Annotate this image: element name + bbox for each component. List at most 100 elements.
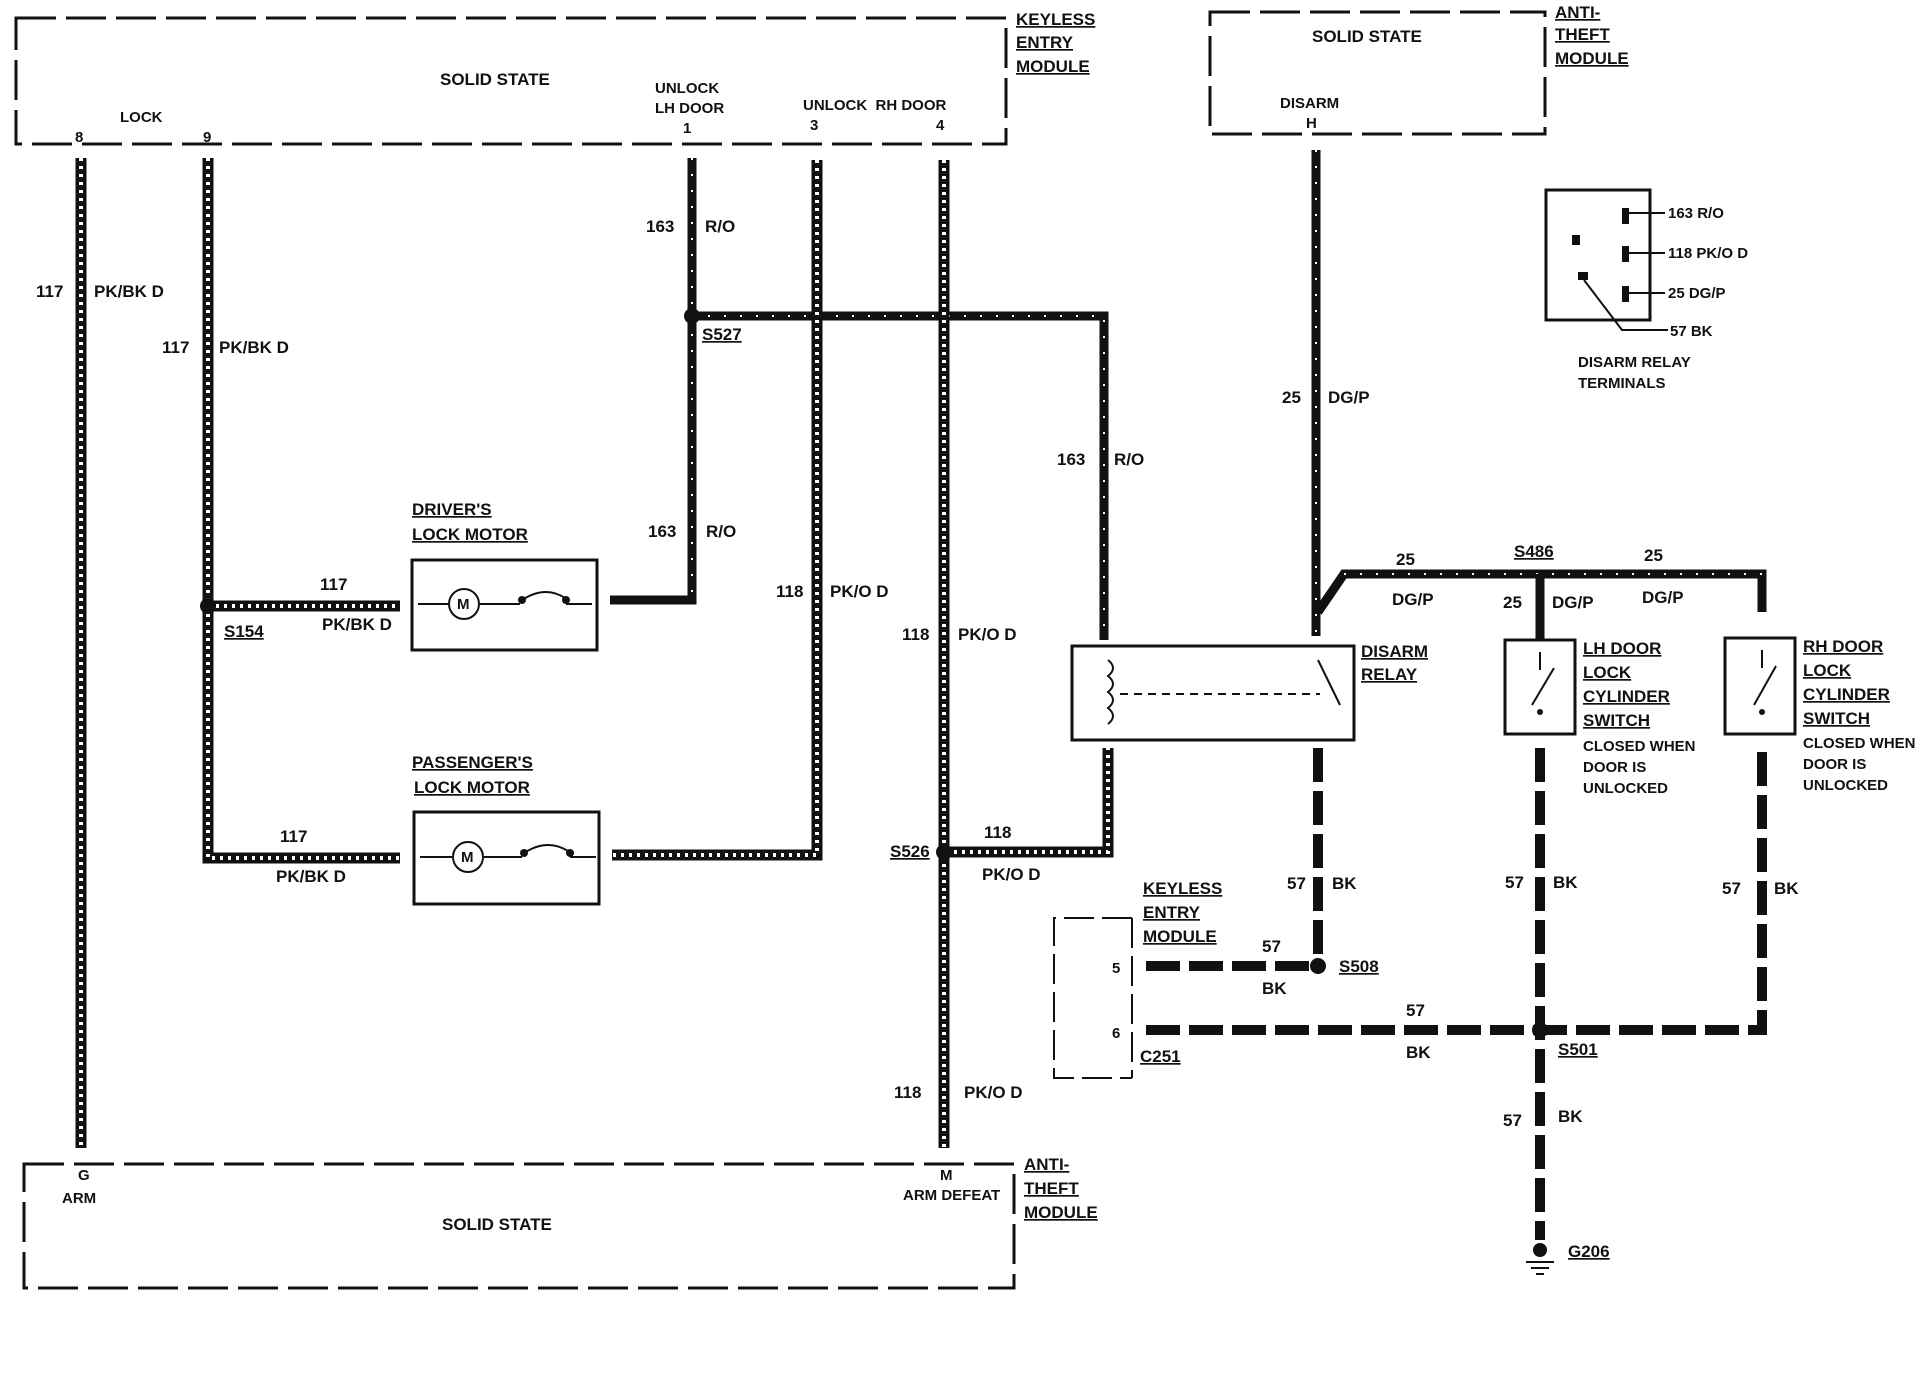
wire-163-color: R/O	[1114, 450, 1144, 469]
passengers-motor-symbol: M	[461, 849, 474, 866]
lh-switch-title-4: SWITCH	[1583, 711, 1650, 730]
antitheft-top-title-3: MODULE	[1555, 49, 1629, 68]
lh-door-lock-cylinder-switch: LH DOOR LOCK CYLINDER SWITCH CLOSED WHEN…	[1503, 638, 1696, 797]
keyless-top-pin-3: 3	[810, 117, 818, 134]
wire-25-color: DG/P	[1328, 388, 1370, 407]
lh-switch-title-1: LH DOOR	[1583, 639, 1661, 658]
wire-57-color: BK	[1774, 879, 1799, 898]
rh-switch-title-1: RH DOOR	[1803, 637, 1883, 656]
wire-118-num: 118	[776, 582, 803, 601]
ground-symbol: G206	[1526, 1242, 1610, 1275]
splice-s526: S526	[890, 842, 930, 861]
splice-s508: S508	[1339, 957, 1379, 976]
wire-25-color: DG/P	[1642, 588, 1684, 607]
wire-117-num: 117	[280, 827, 307, 846]
inset-label-118: 118 PK/O D	[1668, 245, 1748, 262]
antitheft-bottom-title-3: MODULE	[1024, 1203, 1098, 1222]
wire-118-num: 118	[902, 625, 929, 644]
wire-57-color: BK	[1332, 874, 1357, 893]
inset-caption-2: TERMINALS	[1578, 375, 1666, 392]
passengers-lock-motor: M PASSENGER'S LOCK MOTOR	[412, 753, 601, 906]
drivers-lock-motor: M DRIVER'S LOCK MOTOR	[410, 500, 599, 652]
inset-label-25: 25 DG/P	[1668, 285, 1726, 302]
rh-switch-note-2: DOOR IS	[1803, 756, 1866, 773]
wire-25-num: 25	[1396, 550, 1415, 569]
rh-switch-note-1: CLOSED WHEN	[1803, 735, 1916, 752]
disarm-relay-title-1: DISARM	[1361, 642, 1428, 661]
passengers-motor-title-2: LOCK MOTOR	[414, 778, 530, 797]
wire-163-num: 163	[646, 217, 674, 236]
keyless-top-unlock-rh-label: UNLOCK RH DOOR	[803, 97, 946, 114]
keyless-top-pin-8: 8	[75, 129, 83, 146]
splice-s486: S486	[1514, 542, 1554, 561]
wire-25-color: DG/P	[1552, 593, 1594, 612]
keyless-top-pin-4: 4	[936, 117, 945, 134]
wire-118-color: PK/O D	[982, 865, 1041, 884]
keyless-bottom-pin-5: 5	[1112, 960, 1120, 977]
keyless-top-unlock-label: UNLOCK	[655, 80, 719, 97]
antitheft-bottom-body: SOLID STATE	[442, 1215, 552, 1234]
keyless-top-body: SOLID STATE	[440, 70, 550, 89]
anti-theft-module-top: SOLID STATE DISARM H ANTI- THEFT MODULE	[1208, 3, 1629, 136]
keyless-entry-module-bottom: 5 6 C251 KEYLESS ENTRY MODULE	[1053, 879, 1222, 1079]
wire-25-num: 25	[1503, 593, 1522, 612]
wire-57-num: 57	[1722, 879, 1741, 898]
keyless-top-lock-label: LOCK	[120, 109, 163, 126]
disarm-relay-terminals-inset: 163 R/O 118 PK/O D 25 DG/P 57 BK DISARM …	[1544, 188, 1748, 392]
inset-caption-1: DISARM RELAY	[1578, 354, 1691, 371]
wire-118-color: PK/O D	[964, 1083, 1023, 1102]
lh-switch-note-1: CLOSED WHEN	[1583, 738, 1696, 755]
wire-118-color: PK/O D	[958, 625, 1017, 644]
wire-163-color: R/O	[705, 217, 735, 236]
rh-switch-title-3: CYLINDER	[1803, 685, 1890, 704]
drivers-motor-title-2: LOCK MOTOR	[412, 525, 528, 544]
wire-57-num: 57	[1406, 1001, 1425, 1020]
wire-57-color: BK	[1558, 1107, 1583, 1126]
wire-118-num: 118	[984, 823, 1011, 842]
ground-label: G206	[1568, 1242, 1610, 1261]
splice-s501: S501	[1558, 1040, 1598, 1059]
antitheft-top-pin-h: H	[1306, 115, 1317, 132]
keyless-top-lh-door-label: LH DOOR	[655, 100, 724, 117]
wire-25-color: DG/P	[1392, 590, 1434, 609]
disarm-relay-title-2: RELAY	[1361, 665, 1418, 684]
disarm-relay: DISARM RELAY	[1070, 642, 1428, 742]
rh-switch-note-3: UNLOCKED	[1803, 777, 1888, 794]
splices: S527 S154 S526 S486 S508 S501	[200, 308, 1598, 1059]
passengers-motor-title-1: PASSENGER'S	[412, 753, 533, 772]
keyless-bottom-pin-6: 6	[1112, 1025, 1120, 1042]
keyless-entry-module-top: SOLID STATE LOCK UNLOCK LH DOOR UNLOCK R…	[14, 10, 1095, 146]
keyless-top-title-3: MODULE	[1016, 57, 1090, 76]
wire-57-num: 57	[1505, 873, 1524, 892]
wire-labels: 117 PK/BK D 117 PK/BK D 163 R/O 163 R/O …	[36, 217, 1799, 1130]
antitheft-bottom-pin-g: G	[78, 1167, 90, 1184]
wire-163-num: 163	[1057, 450, 1085, 469]
drivers-motor-symbol: M	[457, 596, 470, 613]
antitheft-bottom-arm: ARM	[62, 1190, 96, 1207]
wire-57-num: 57	[1262, 937, 1281, 956]
wire-57-num: 57	[1503, 1111, 1522, 1130]
keyless-top-title-1: KEYLESS	[1016, 10, 1095, 29]
antitheft-bottom-arm-defeat: ARM DEFEAT	[903, 1187, 1000, 1204]
wire-117-color: PK/BK D	[94, 282, 164, 301]
keyless-bottom-title-3: MODULE	[1143, 927, 1217, 946]
wire-117-color: PK/BK D	[219, 338, 289, 357]
keyless-top-pin-9: 9	[203, 129, 211, 146]
wire-57-color: BK	[1406, 1043, 1431, 1062]
wire-117-color: PK/BK D	[322, 615, 392, 634]
wire-57-color: BK	[1262, 979, 1287, 998]
wire-117-num: 117	[36, 282, 63, 301]
lh-switch-note-2: DOOR IS	[1583, 759, 1646, 776]
inset-label-57: 57 BK	[1670, 323, 1713, 340]
wire-117-num: 117	[320, 575, 347, 594]
wire-25-num: 25	[1282, 388, 1301, 407]
inset-label-163: 163 R/O	[1668, 205, 1724, 222]
keyless-bottom-title-1: KEYLESS	[1143, 879, 1222, 898]
splice-s154: S154	[224, 622, 264, 641]
wire-25-num: 25	[1644, 546, 1663, 565]
antitheft-top-body: SOLID STATE	[1312, 27, 1422, 46]
keyless-bottom-title-2: ENTRY	[1143, 903, 1201, 922]
rh-door-lock-cylinder-switch: RH DOOR LOCK CYLINDER SWITCH CLOSED WHEN…	[1723, 636, 1916, 794]
wire-118-num: 118	[894, 1083, 921, 1102]
